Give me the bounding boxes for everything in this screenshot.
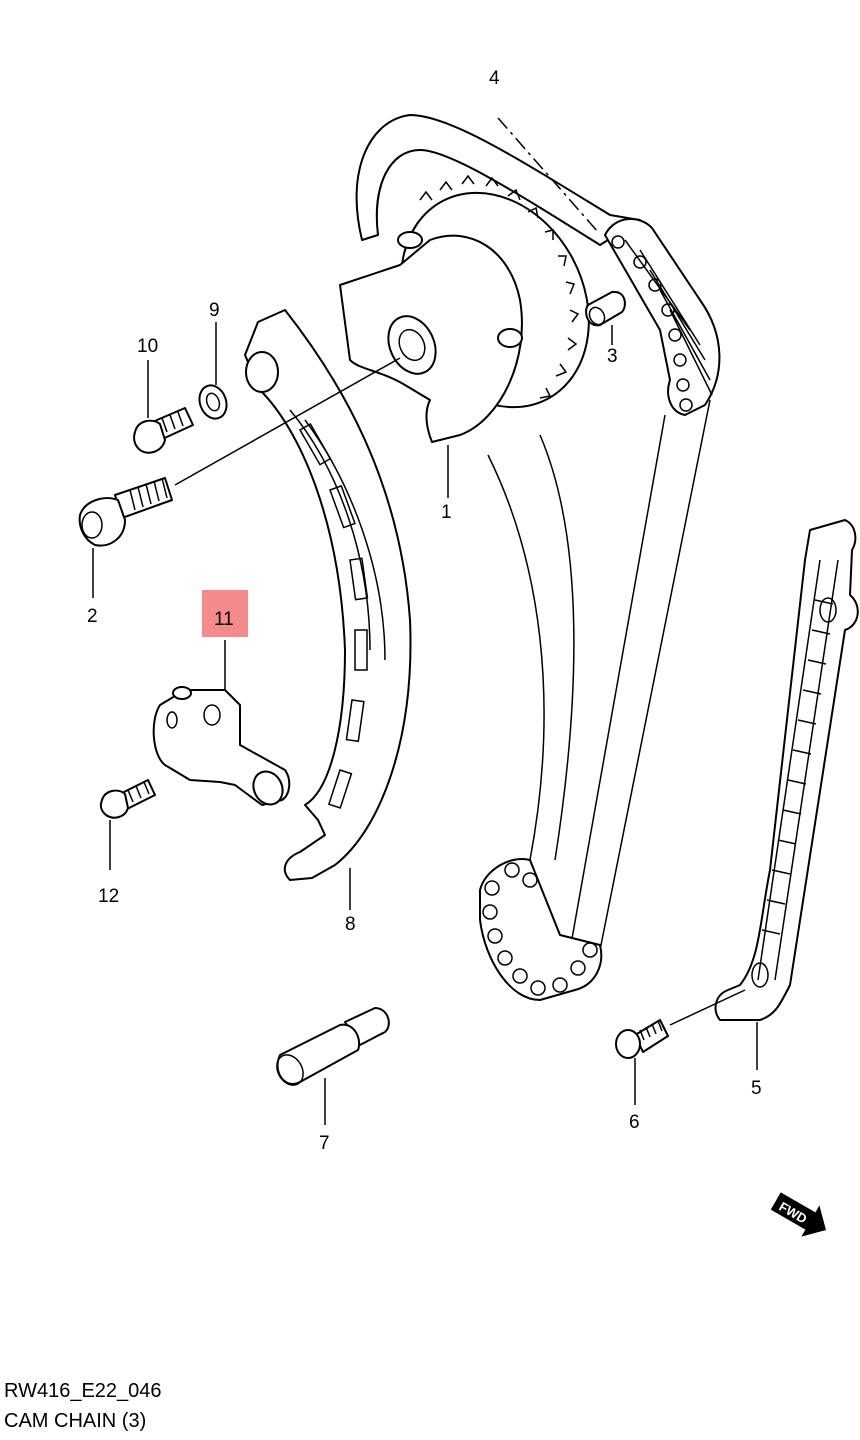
washer-9 xyxy=(198,322,228,420)
callout-10: 10 xyxy=(137,336,158,357)
callout-9: 9 xyxy=(209,300,220,321)
callout-11-highlight xyxy=(202,590,248,637)
callout-3: 3 xyxy=(607,346,618,367)
callout-4: 4 xyxy=(489,68,500,89)
guide-bolt xyxy=(615,989,746,1105)
chain-guide xyxy=(714,519,859,1070)
chain-tensioner-guide xyxy=(244,309,412,910)
callout-2: 2 xyxy=(87,606,98,627)
callout-6: 6 xyxy=(629,1112,640,1133)
drawing-code: RW416_E22_046 xyxy=(4,1380,162,1402)
sprocket-bolt xyxy=(78,357,401,598)
camshaft-sprocket xyxy=(339,174,590,498)
callout-11: 11 xyxy=(214,609,234,630)
drawing-title: CAM CHAIN (3) xyxy=(4,1410,147,1432)
fwd-arrow-icon: FWD xyxy=(770,1192,826,1237)
bolt-10 xyxy=(133,360,194,454)
dowel-pin xyxy=(585,290,626,345)
cam-chain xyxy=(355,114,721,1001)
callout-1: 1 xyxy=(441,502,452,523)
callout-5: 5 xyxy=(751,1078,762,1099)
tensioner-bolt xyxy=(99,779,156,870)
pin-7 xyxy=(276,1007,390,1125)
callout-8: 8 xyxy=(345,914,356,935)
callout-7: 7 xyxy=(319,1133,330,1154)
callout-12: 12 xyxy=(98,886,119,907)
chain-tensioner xyxy=(152,590,291,806)
